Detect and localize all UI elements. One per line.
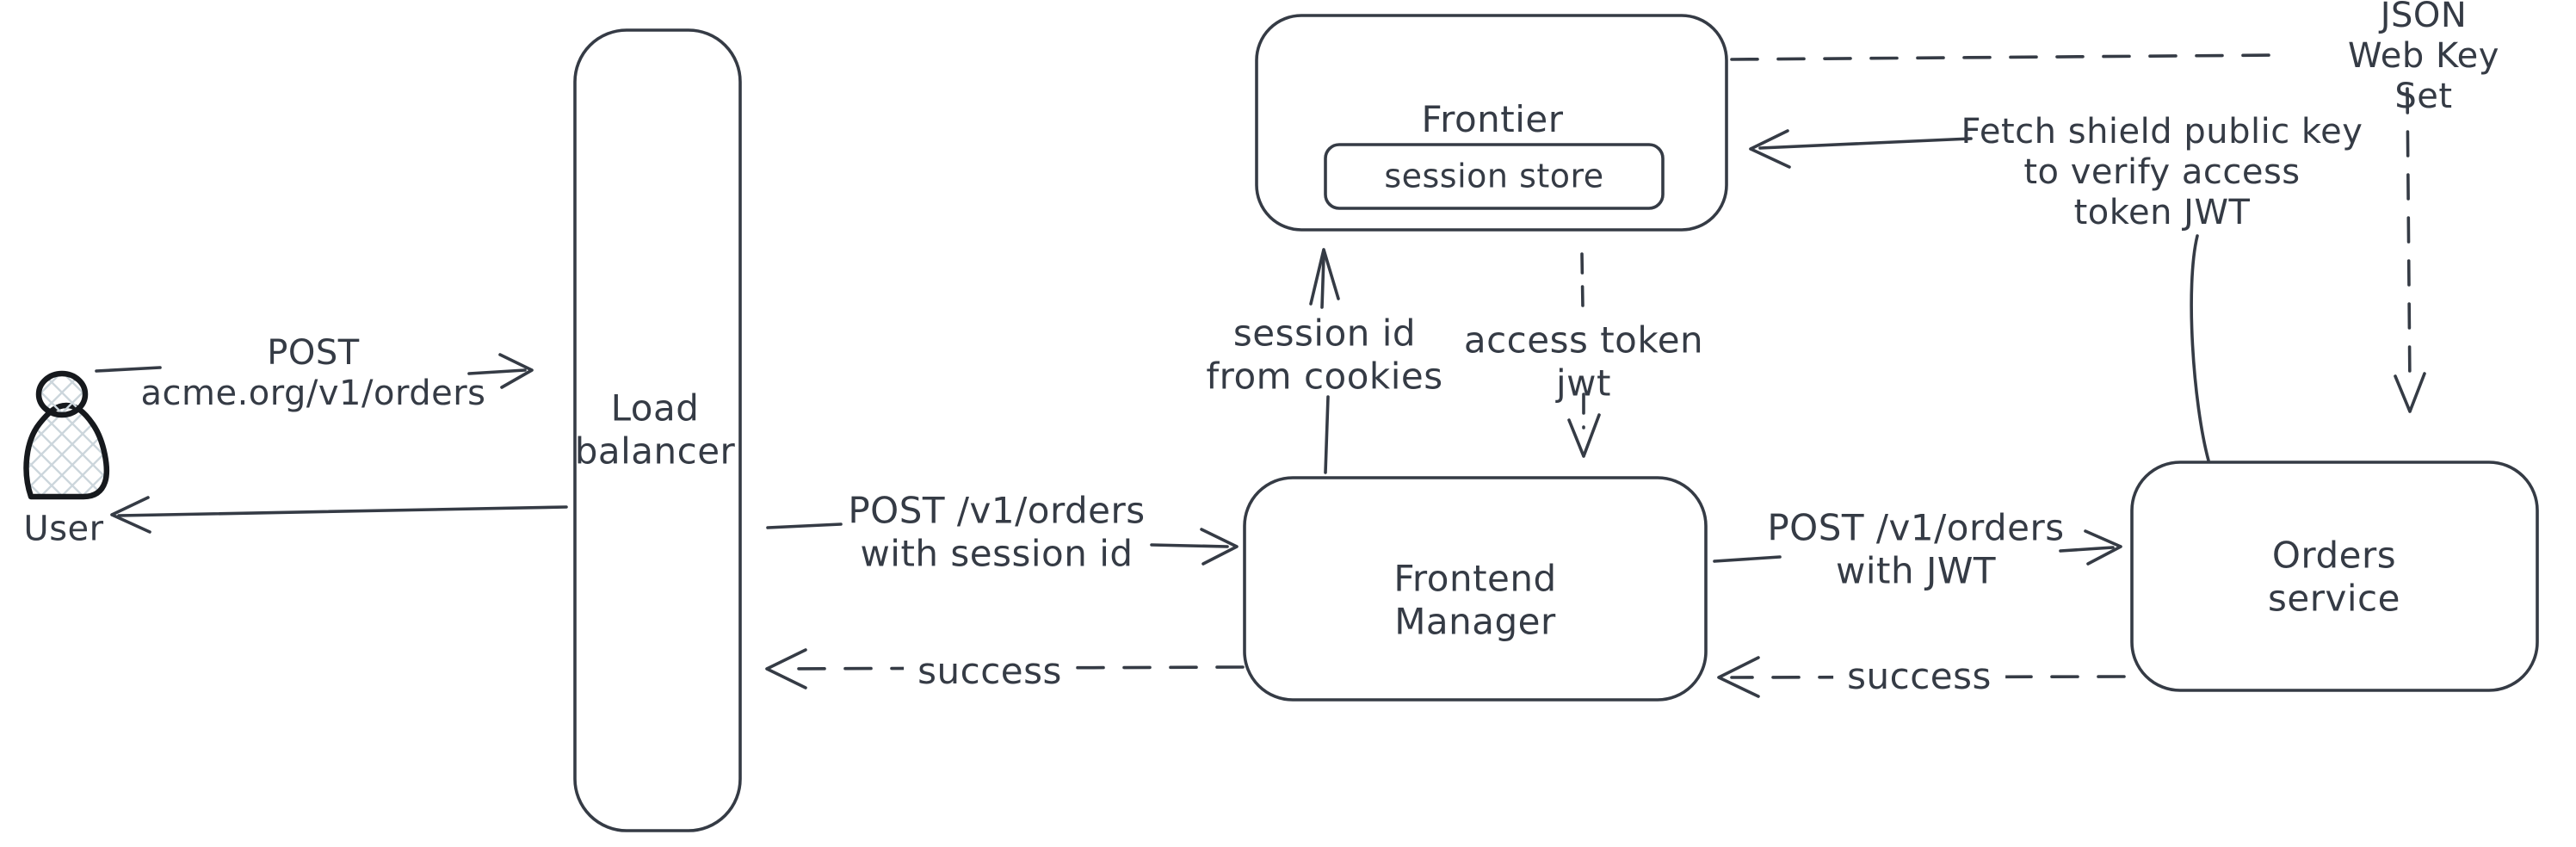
session-store-label: session store <box>1384 157 1604 195</box>
arrow-frontend-manager-to-frontier <box>1309 248 1340 474</box>
arrow-orders-service-to-frontier <box>1749 129 2210 462</box>
orders-service-box <box>2130 461 2539 692</box>
arrow-user-to-load-balancer <box>95 353 534 389</box>
edge-label-success-right: success <box>1833 653 2005 700</box>
frontend-manager-box <box>1243 476 1708 702</box>
session-store-box <box>1324 143 1665 210</box>
load-balancer-label: Load balancer <box>574 386 736 472</box>
edge-label-session-id-cookies: session id from cookies <box>1206 312 1443 397</box>
frontier-box <box>1255 14 1728 232</box>
arrow-jwks-to-frontier <box>1730 53 2281 61</box>
user-label: User <box>23 509 104 549</box>
edge-label-access-token-jwt: access token jwt <box>1463 318 1704 404</box>
orders-service-label: Orders service <box>2268 534 2400 619</box>
arrow-load-balancer-to-frontend-manager <box>766 522 1239 566</box>
edge-label-post-session-id: POST /v1/orders with session id <box>848 489 1146 574</box>
arrow-frontend-manager-to-orders-service <box>1713 529 2122 566</box>
edge-label-post-acme: POST acme.org/v1/orders <box>140 332 486 413</box>
frontend-manager-label: Frontend Manager <box>1393 557 1557 642</box>
edge-label-fetch-public-key: Fetch shield public key to verify access… <box>1961 112 2363 233</box>
edge-label-jwks: JSON Web Key Set <box>2348 0 2499 117</box>
frontier-label: Frontier <box>1421 98 1564 141</box>
load-balancer-box <box>573 28 742 832</box>
edge-label-success-left: success <box>904 648 1076 695</box>
arrow-frontier-to-frontend-manager <box>1567 252 1601 458</box>
edge-label-post-jwt: POST /v1/orders with JWT <box>1767 506 2065 591</box>
arrow-load-balancer-to-user <box>110 496 568 534</box>
arrow-jwks-to-orders-service <box>2394 87 2426 413</box>
person-icon <box>23 370 109 500</box>
